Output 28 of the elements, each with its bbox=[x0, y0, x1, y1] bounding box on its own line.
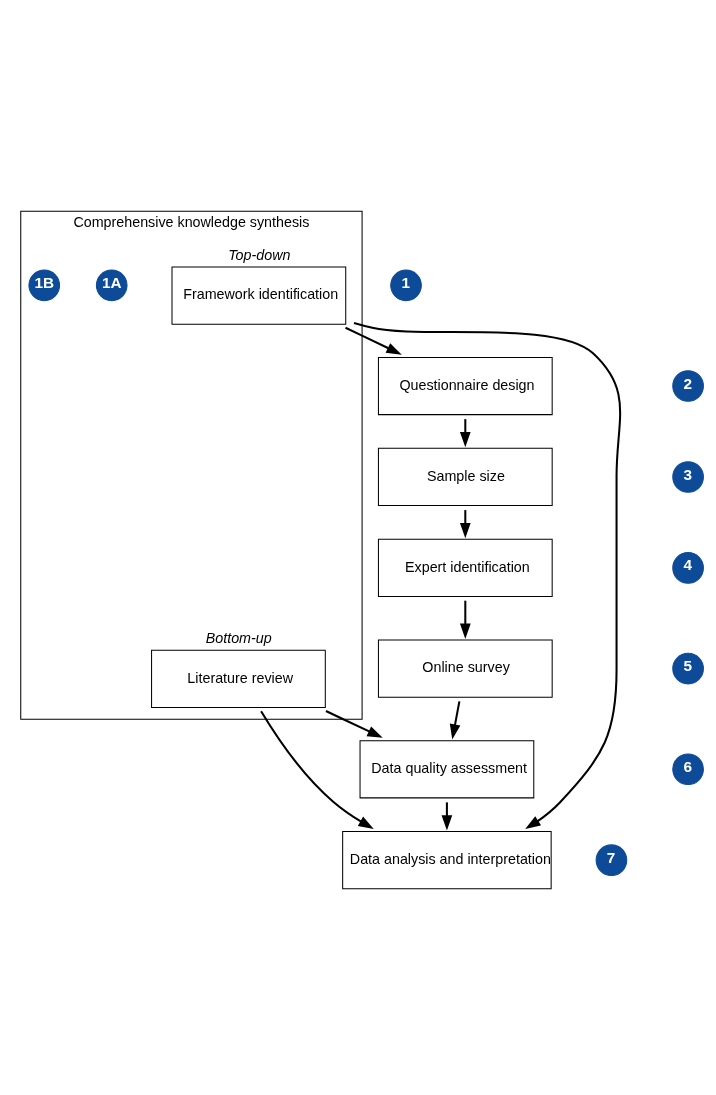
node-circle: 7 bbox=[595, 843, 628, 876]
arrow bbox=[353, 321, 622, 829]
node-circle: 4 bbox=[672, 551, 704, 584]
arrow bbox=[345, 326, 402, 355]
node-circle: 1B bbox=[28, 269, 61, 301]
node-box: Sample size bbox=[377, 447, 553, 506]
node-label: Top-down bbox=[228, 246, 291, 263]
arrow bbox=[459, 418, 471, 447]
node-circle: 5 bbox=[672, 652, 704, 684]
arrow bbox=[441, 801, 453, 831]
arrow bbox=[459, 509, 471, 538]
node-box: Data quality assessment bbox=[359, 739, 535, 798]
node-circle: 3 bbox=[672, 460, 704, 493]
node-circle: 1A bbox=[95, 269, 128, 301]
node-box: Expert identification bbox=[377, 538, 553, 597]
node-box: Framework identification bbox=[171, 265, 347, 325]
arrow bbox=[459, 600, 471, 639]
arrow bbox=[325, 709, 383, 738]
arrow bbox=[260, 710, 374, 829]
node-circle: 1 bbox=[390, 269, 422, 301]
node-box: Online survey bbox=[377, 638, 553, 698]
node-box: Questionnaire design bbox=[377, 356, 553, 415]
node-label: Bottom-up bbox=[205, 629, 272, 646]
node-box: Literature review bbox=[151, 649, 326, 708]
node-circle: 2 bbox=[672, 369, 704, 402]
node-circle: 6 bbox=[672, 752, 704, 785]
arrow bbox=[449, 700, 461, 740]
node-box: Data analysis and interpretation bbox=[342, 830, 552, 889]
